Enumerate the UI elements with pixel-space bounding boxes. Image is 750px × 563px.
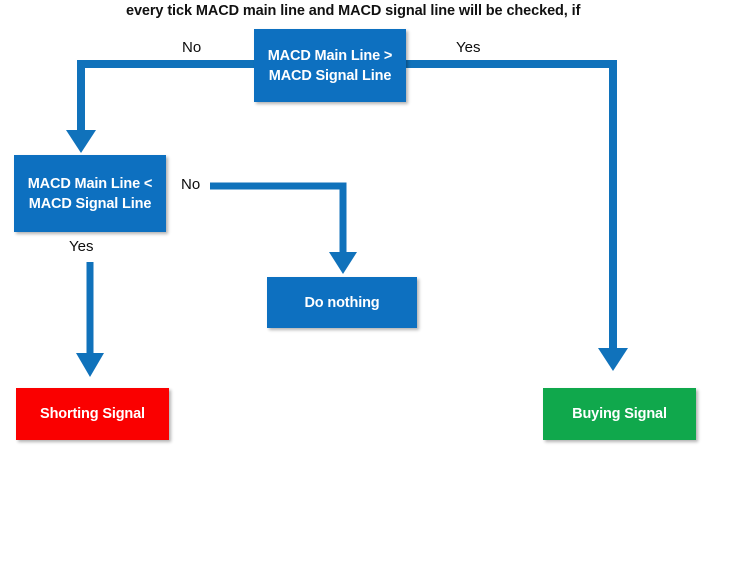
edge-label-no-middle: No — [181, 176, 201, 193]
node-decision-macd-main-greater[interactable]: MACD Main Line > MACD Signal Line — [254, 29, 406, 102]
node-label: MACD Main Line > MACD Signal Line — [267, 47, 393, 84]
connector-no-left — [66, 60, 254, 153]
node-label: Do nothing — [304, 294, 380, 311]
connector-yes-right — [406, 60, 628, 371]
connector-no-middle — [210, 182, 357, 274]
edge-label-yes-right: Yes — [456, 39, 481, 56]
node-label: MACD Main Line < MACD Signal Line — [27, 175, 153, 212]
edge-label-no-left: No — [182, 39, 202, 56]
connector-yes-down — [76, 262, 104, 377]
node-decision-macd-main-less[interactable]: MACD Main Line < MACD Signal Line — [14, 155, 166, 232]
node-shorting-signal[interactable]: Shorting Signal — [16, 388, 169, 440]
edge-label-yes-down: Yes — [69, 238, 94, 255]
node-label: Shorting Signal — [40, 406, 145, 422]
node-label: Buying Signal — [572, 406, 667, 422]
node-do-nothing[interactable]: Do nothing — [267, 277, 417, 328]
diagram-caption: every tick MACD main line and MACD signa… — [126, 3, 581, 19]
node-buying-signal[interactable]: Buying Signal — [543, 388, 696, 440]
